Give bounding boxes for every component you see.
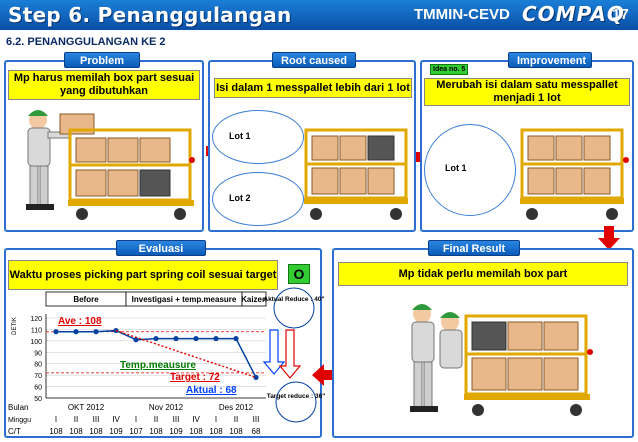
result-ok-badge: O [288, 264, 310, 284]
ct-value: 108 [189, 427, 203, 436]
reduce-arrow-icon [262, 329, 286, 375]
evaluasi-text: Waktu proses picking part spring coil se… [8, 260, 278, 290]
data-point [73, 329, 79, 335]
data-point [53, 329, 59, 335]
week-label: I [135, 415, 137, 424]
y-tick-label: 50 [34, 396, 42, 403]
data-point [253, 374, 259, 381]
ct-value: 108 [149, 427, 163, 436]
page-title: Step 6. Penanggulangan [8, 3, 292, 27]
ct-value: 68 [252, 427, 261, 436]
ct-value: 108 [209, 427, 223, 436]
root-caused-text: Isi dalam 1 messpallet lebih dari 1 lot [214, 78, 412, 98]
row-label-ct: C/T [8, 427, 21, 436]
target-label: Target : 72 [170, 372, 220, 383]
idea-badge: Idea no. 5 [430, 64, 469, 75]
phase-label: Investigasi + temp.measure [132, 295, 237, 304]
ct-value: 108 [89, 427, 103, 436]
header-bar: Step 6. Penanggulangan TMMIN-CEVD COMPAQ… [0, 0, 638, 30]
root-caused-tag: Root caused [272, 52, 356, 68]
week-label: III [253, 415, 260, 424]
row-label-month: Bulan [8, 403, 28, 412]
data-point [153, 335, 159, 342]
problem-tag: Problem [64, 52, 140, 68]
y-tick-label: 110 [31, 327, 42, 334]
month-label: Des 2012 [219, 403, 254, 412]
team-label: TMMIN-CEVD [414, 6, 510, 23]
average-label: Ave : 108 [58, 316, 102, 327]
week-label: II [154, 415, 158, 424]
lot-bubble: Lot 1 [424, 124, 516, 216]
y-tick-label: 120 [30, 316, 42, 323]
week-label: IV [112, 415, 120, 424]
brand-logo: COMPAQ [522, 2, 625, 26]
week-label: I [215, 415, 217, 424]
problem-text: Mp harus memilah box part sesuai yang di… [8, 70, 200, 100]
trolley-illustration [304, 128, 408, 220]
ct-value: 108 [69, 427, 83, 436]
worker-trolley-illustration [26, 110, 195, 220]
y-tick-label: 100 [30, 339, 42, 346]
target-reduce-label: Target reduce : 36" [267, 393, 326, 400]
lot-bubble: Lot 2 [212, 172, 304, 226]
y-axis-label: DETIK [12, 317, 18, 335]
arrow-down-icon [598, 226, 620, 250]
ct-value: 108 [229, 427, 243, 436]
lot-label: Lot 1 [229, 131, 251, 141]
evaluasi-tag: Evaluasi [116, 240, 206, 256]
y-tick-label: 90 [34, 350, 42, 357]
target-reduce-callout [275, 381, 317, 423]
actual-reduce-label: Aktual Reduce : 40" [263, 296, 324, 303]
ct-value: 107 [129, 427, 143, 436]
ct-value: 108 [49, 427, 63, 436]
week-label: II [74, 415, 78, 424]
month-label: OKT 2012 [68, 403, 105, 412]
data-point [93, 329, 99, 335]
workers-trolley-illustration [410, 304, 593, 416]
ct-value: 109 [169, 427, 183, 436]
week-label: III [93, 415, 100, 424]
week-label: II [234, 415, 238, 424]
reduce-arrow-icon [278, 329, 302, 379]
improvement-text: Merubah isi dalam satu messpallet menjad… [424, 78, 630, 106]
data-point [213, 335, 219, 342]
trend-line [115, 329, 257, 379]
lot-label: Lot 1 [445, 163, 467, 173]
data-point [173, 335, 179, 342]
data-point [133, 337, 139, 343]
improvement-tag: Improvement [508, 52, 592, 68]
actual-reduce-callout [273, 287, 315, 329]
ct-value: 109 [109, 427, 123, 436]
trolley-illustration [520, 128, 629, 220]
final-result-text: Mp tidak perlu memilah box part [338, 262, 628, 286]
phase-label: Kaizen [241, 295, 267, 304]
arrow-left-icon [312, 364, 336, 386]
lot-bubble: Lot 1 [212, 110, 304, 164]
data-point [193, 335, 199, 342]
week-label: III [173, 415, 180, 424]
week-label: I [55, 415, 57, 424]
data-point [233, 335, 239, 342]
page-number: 17 [612, 6, 629, 23]
row-label-week: Minggu [8, 417, 31, 424]
actual-label: Aktual : 68 [186, 385, 237, 396]
phase-box [241, 291, 267, 307]
final-result-tag: Final Result [428, 240, 520, 256]
y-tick-label: 70 [34, 373, 42, 380]
month-label: Nov 2012 [149, 403, 184, 412]
y-tick-label: 80 [34, 362, 42, 369]
phase-label: Before [73, 295, 99, 304]
temp-measure-label: Temp.meausure [120, 360, 196, 371]
y-tick-label: 60 [34, 385, 42, 392]
section-title: 6.2. PENANGGULANGAN KE 2 [6, 36, 166, 48]
week-label: IV [192, 415, 200, 424]
lot-label: Lot 2 [229, 193, 251, 203]
